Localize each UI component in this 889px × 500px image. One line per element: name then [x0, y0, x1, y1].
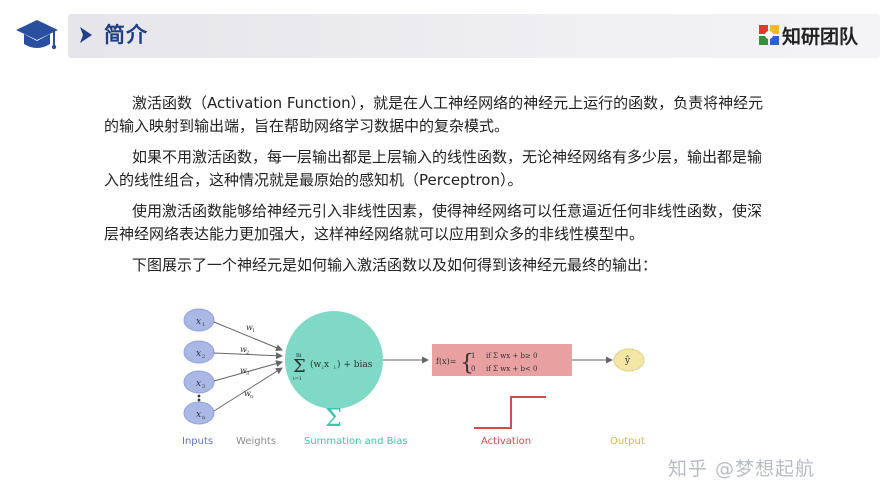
sum-lower-limit: i=1: [293, 376, 302, 382]
sum-expr-x-sub: i: [334, 365, 336, 371]
sum-expr-rest: ) + bias: [337, 359, 373, 370]
sum-expr-w-sub: i: [322, 365, 324, 371]
activation-one: 1: [471, 352, 475, 360]
weight-label-1: w: [246, 323, 253, 332]
input-label-3: x: [196, 379, 201, 389]
chevron-right-icon: [80, 27, 92, 43]
weight-label-n: w: [244, 389, 251, 398]
paragraph-2: 如果不用激活函数，每一层输出都是上层输入的线性函数，无论神经网络有多少层，输出都…: [104, 148, 763, 189]
label-inputs: Inputs: [182, 436, 213, 447]
weight-label-2: w: [240, 345, 247, 354]
input-node-1: x 1: [183, 308, 215, 332]
header-bar: [68, 14, 880, 58]
paragraph-3: 使用激活函数能够给神经元引入非线性因素，使得神经网络可以任意逼近任何非线性函数，…: [104, 202, 763, 243]
summation-node: m Σ i=1 (w i x i ) + bias: [285, 311, 383, 409]
weight-arrow-2: [213, 352, 283, 360]
output-label: ŷ: [624, 355, 631, 366]
sum-upper-limit: m: [296, 352, 302, 359]
svg-text:{: {: [460, 351, 474, 376]
label-activation: Activation: [481, 436, 531, 447]
weight-arrow-n: [213, 367, 283, 412]
activation-zero: 0: [471, 365, 475, 373]
step-function-icon: [474, 396, 546, 429]
input-label-2: x: [196, 349, 201, 359]
input-sub-1: 1: [202, 322, 205, 328]
activation-cond-1: if Σ wx + b≥ 0: [486, 352, 538, 360]
sum-symbol: Σ: [293, 356, 306, 377]
graduation-cap-icon: [16, 20, 58, 50]
activation-box: f(x)= { 1 0 if Σ wx + b≥ 0 if Σ wx + b< …: [432, 344, 572, 376]
activation-fx: f(x)=: [436, 357, 456, 366]
label-summation: Summation and Bias: [304, 436, 408, 447]
weight-arrow-1: [213, 321, 283, 351]
weight-sub-2: 2: [246, 350, 249, 356]
input-node-n: x n: [183, 401, 215, 425]
page-title: 简介: [104, 23, 148, 47]
weight-sub-n: n: [250, 394, 254, 400]
output-node: ŷ: [613, 348, 645, 372]
paragraph-1: 激活函数（Activation Function），就是在人工神经网络的神经元上…: [104, 94, 764, 135]
content-body: 激活函数（Activation Function），就是在人工神经网络的神经元上…: [104, 92, 776, 285]
input-node-3: x 3: [183, 370, 215, 394]
logo-icon: [759, 25, 779, 45]
weight-arrow-3: [213, 360, 283, 382]
sum-expr-w: (w: [310, 359, 322, 370]
logo-text: 知研团队: [782, 26, 859, 48]
weight-sub-1: 1: [252, 328, 255, 334]
paragraph-4: 下图展示了一个神经元是如何输入激活函数以及如何得到该神经元最终的输出：: [132, 256, 658, 274]
label-output: Output: [610, 436, 645, 447]
activation-cond-2: if Σ wx + b< 0: [486, 365, 538, 373]
weight-sub-3: 3: [246, 371, 249, 377]
watermark: 知乎 @梦想起航: [668, 458, 816, 480]
input-label-n: x: [196, 410, 201, 420]
input-label-1: x: [196, 317, 201, 327]
weight-label-3: w: [240, 366, 247, 375]
neuron-diagram: x 1 x 2 x 3 x n w 1 w 2 w 3 w n m Σ i=1 …: [182, 308, 645, 447]
summation-sigma-icon: Σ: [325, 404, 342, 432]
input-sub-n: n: [202, 415, 206, 421]
sum-expr-x: x: [324, 360, 329, 370]
input-sub-3: 3: [202, 384, 205, 390]
input-node-2: x 2: [183, 340, 215, 364]
label-weights: Weights: [236, 436, 276, 447]
input-sub-2: 2: [202, 354, 205, 360]
